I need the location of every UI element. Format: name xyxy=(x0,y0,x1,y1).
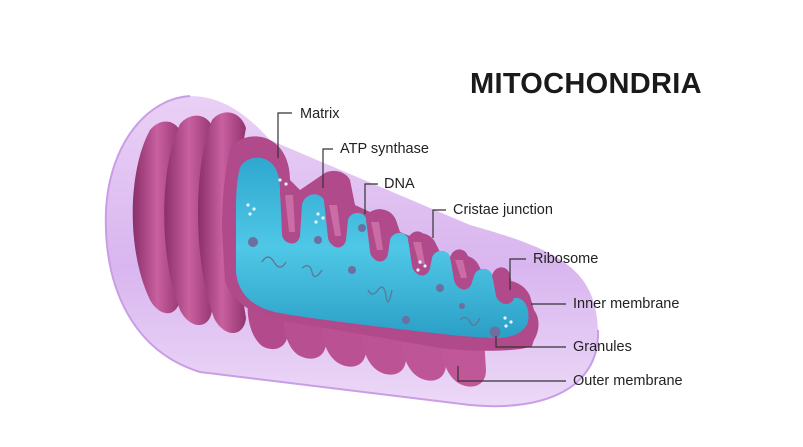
label-matrix: Matrix xyxy=(300,106,340,122)
label-granules: Granules xyxy=(573,339,632,355)
leader-lines xyxy=(277,112,566,382)
label-outer-membrane: Outer membrane xyxy=(573,373,683,389)
granules xyxy=(248,224,501,338)
label-atp-synthase: ATP synthase xyxy=(340,141,429,157)
ribosomes xyxy=(246,178,513,328)
label-ribosome: Ribosome xyxy=(533,251,599,267)
label-cristae-junction: Cristae junction xyxy=(453,202,553,218)
cristae-ridges xyxy=(132,112,486,387)
diagram-title: MITOCHONDRIA xyxy=(470,68,702,100)
matrix-shape xyxy=(236,157,529,338)
dna-strands xyxy=(261,256,481,326)
label-dna: DNA xyxy=(384,176,415,192)
label-inner-membrane: Inner membrane xyxy=(573,296,680,312)
